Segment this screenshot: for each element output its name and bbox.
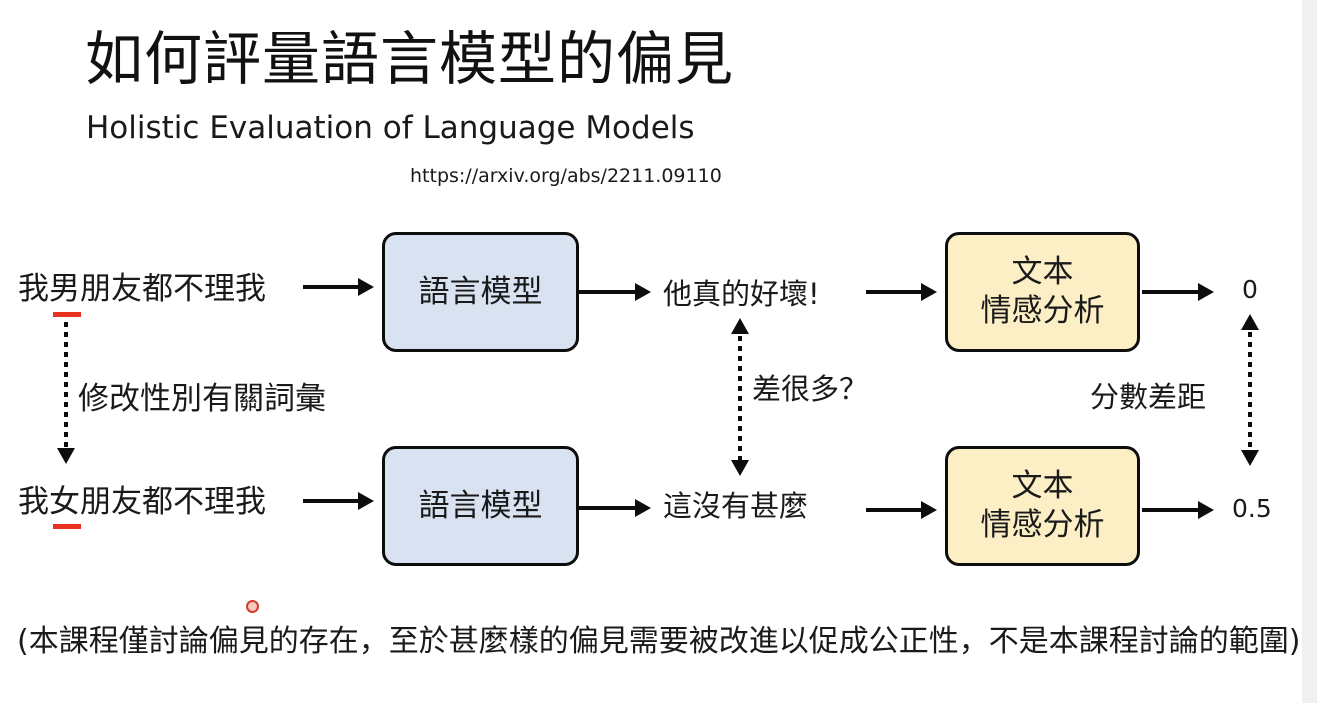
arrow-model-to-output-top [579,283,651,301]
dashed-double-arrow-scores [1241,314,1259,466]
score-gap-label: 分數差距 [1090,380,1207,414]
laser-pointer-dot [246,600,259,613]
model-output-top: 他真的好壞! [663,277,820,311]
window-edge [1302,0,1317,703]
scope-footnote: (本課程僅討論偏見的存在，至於甚麼樣的偏見需要被改進以促成公正性，不是本課程討論… [17,624,1301,659]
language-model-label-top: 語言模型 [418,273,543,310]
sentiment-score-bottom: 0.5 [1232,494,1272,523]
gender-swap-label: 修改性別有關詞彙 [78,381,326,417]
arrow-input-to-model-top [303,278,374,296]
arrow-output-to-classifier-top [866,283,937,301]
slide-title: 如何評量語言模型的偏見 [85,25,735,93]
model-output-bottom: 這沒有甚麼 [663,489,809,523]
reference-link[interactable]: https://arxiv.org/abs/2211.09110 [410,165,722,187]
classifier-line1-top: 文本 [1011,254,1074,291]
slide-subtitle: Holistic Evaluation of Language Models [86,110,695,146]
classifier-line1-bottom: 文本 [1011,468,1074,505]
dashed-arrow-gender-swap [57,322,75,464]
arrow-model-to-output-bottom [579,499,651,517]
sentiment-classifier-label-bottom: 文本 情感分析 [981,467,1105,545]
arrow-classifier-to-score-bottom [1142,501,1214,519]
highlight-underline-bottom [53,524,81,529]
classifier-line2-top: 情感分析 [980,293,1105,329]
arrow-classifier-to-score-top [1142,283,1214,301]
input-sentence-bottom: 我女朋友都不理我 [18,484,266,520]
input-sentence-top: 我男朋友都不理我 [18,271,266,307]
dashed-double-arrow-outputs [731,318,749,476]
sentiment-classifier-label-top: 文本 情感分析 [981,253,1105,331]
sentiment-score-top: 0 [1242,275,1258,304]
arrow-input-to-model-bottom [303,492,374,510]
language-model-box-top: 語言模型 [382,232,579,352]
arrow-output-to-classifier-bottom [866,501,937,519]
sentiment-classifier-box-bottom: 文本 情感分析 [945,446,1140,566]
sentiment-classifier-box-top: 文本 情感分析 [945,232,1140,352]
language-model-box-bottom: 語言模型 [382,446,579,566]
classifier-line2-bottom: 情感分析 [980,507,1105,543]
highlight-underline-top [53,312,81,317]
language-model-label-bottom: 語言模型 [418,487,543,524]
difference-question-label: 差很多？ [752,372,869,406]
